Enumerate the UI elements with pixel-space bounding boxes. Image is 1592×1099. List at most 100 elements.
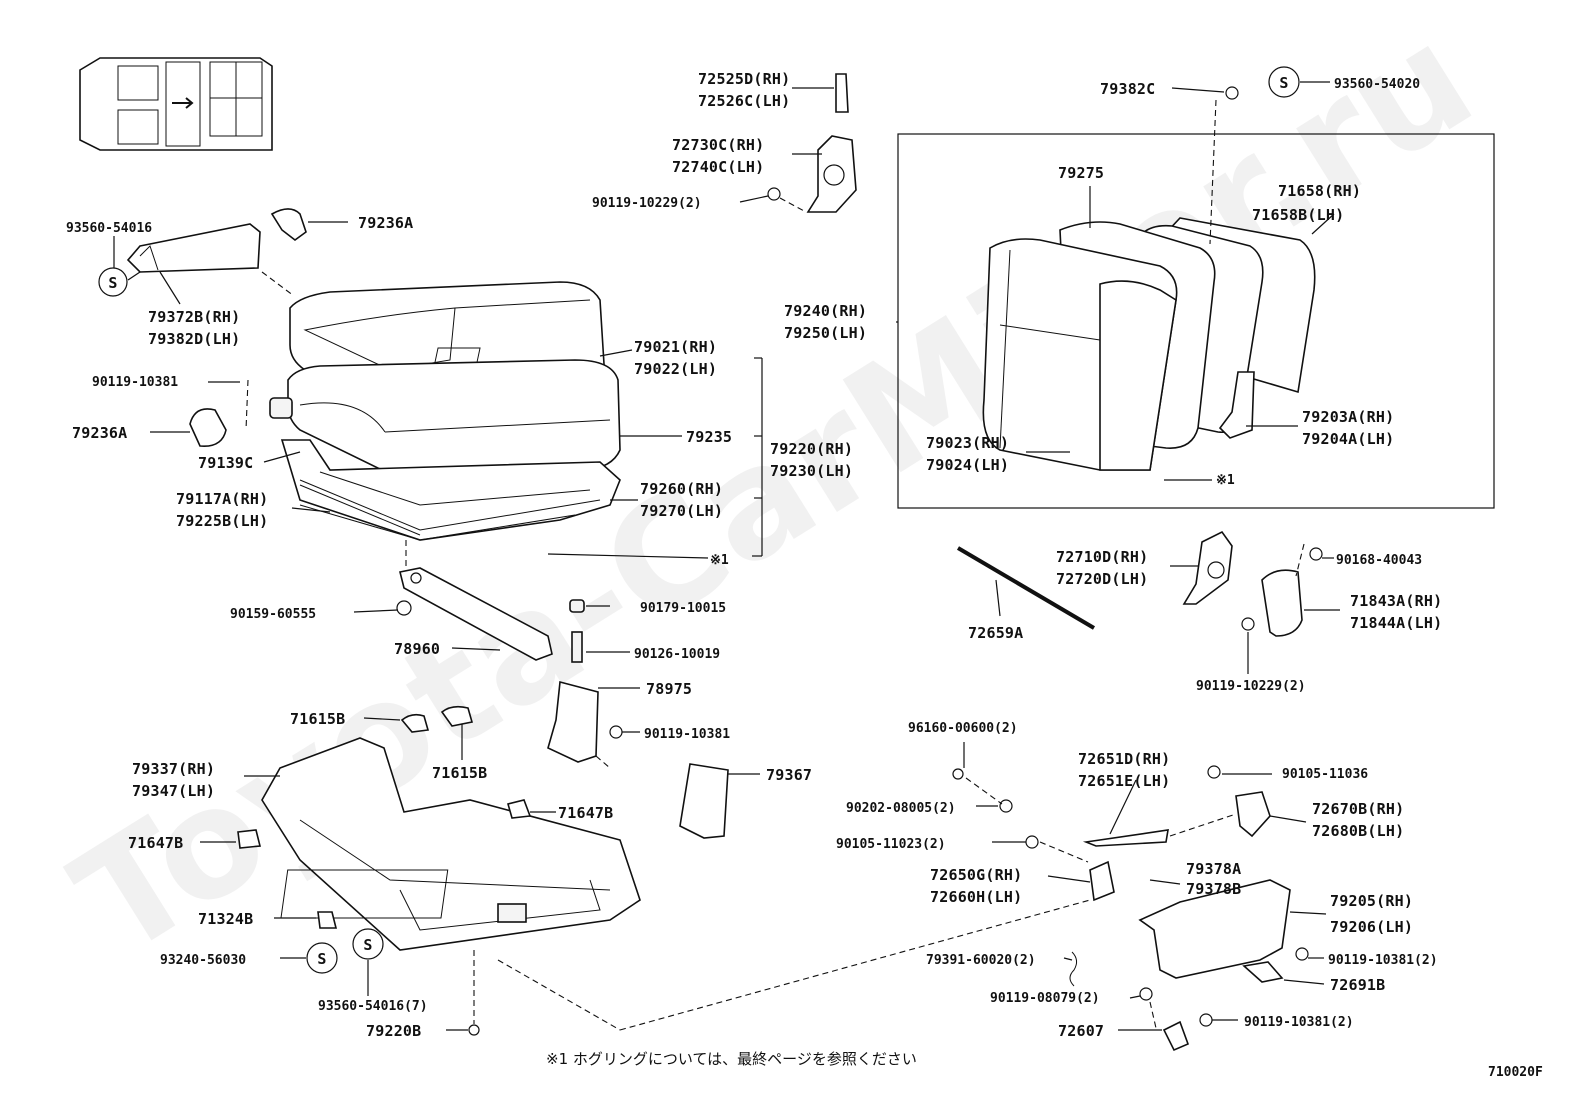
label-90119-08079: 90119-08079(2) (990, 991, 1100, 1006)
label-90105-11023: 90105-11023(2) (836, 837, 946, 852)
label-79021: 79021(RH) (634, 338, 717, 356)
seat-cushion-assembly (269, 281, 621, 661)
label-79337: 79337(RH) (132, 760, 215, 778)
armrest-part (126, 208, 307, 447)
label-72525d: 72525D(RH) (698, 70, 790, 88)
label-90119-10381-2a: 90119-10381(2) (1328, 953, 1438, 968)
label-79220b: 79220B (366, 1022, 421, 1040)
label-79139c: 79139C (198, 454, 253, 472)
label-71615b-a: 71615B (290, 710, 345, 728)
label-79250: 79250(LH) (784, 324, 867, 342)
svg-text:S: S (108, 274, 117, 292)
label-79205: 79205(RH) (1330, 892, 1413, 910)
label-71647b-right: 71647B (558, 804, 613, 822)
bracket-78975 (396, 599, 623, 763)
svg-text:S: S (317, 950, 326, 968)
label-90159-60555: 90159-60555 (230, 607, 316, 622)
label-72526c: 72526C(LH) (698, 92, 790, 110)
label-79204a: 79204A(LH) (1302, 430, 1394, 448)
s-symbol-93560-54020: S (1268, 66, 1300, 98)
label-72710d: 72710D(RH) (1056, 548, 1148, 566)
label-72720d: 72720D(LH) (1056, 570, 1148, 588)
svg-text:S: S (1279, 74, 1288, 92)
label-79235: 79235 (686, 428, 732, 446)
label-79117a: 79117A(RH) (176, 490, 268, 508)
label-90119-10381-left: 90119-10381 (92, 375, 178, 390)
label-90202-08005: 90202-08005(2) (846, 801, 956, 816)
label-72670b: 72670B(RH) (1312, 800, 1404, 818)
label-79236a-left: 79236A (72, 424, 127, 442)
label-93560-54016: 93560-54016 (66, 221, 152, 236)
label-72740c: 72740C(LH) (672, 158, 764, 176)
label-79236a-top: 79236A (358, 214, 413, 232)
label-78975: 78975 (646, 680, 692, 698)
label-79206: 79206(LH) (1330, 918, 1413, 936)
label-93240-56030: 93240-56030 (160, 953, 246, 968)
label-79023: 79023(RH) (926, 434, 1009, 452)
label-79347: 79347(LH) (132, 782, 215, 800)
svg-text:S: S (363, 936, 372, 954)
seat-back-assembly (982, 86, 1316, 471)
label-90119-10229-right: 90119-10229(2) (1196, 679, 1306, 694)
vehicle-locator-icon (79, 57, 273, 151)
label-71615b-b: 71615B (432, 764, 487, 782)
leader-lines (113, 81, 1340, 1031)
label-79022: 79022(LH) (634, 360, 717, 378)
label-79240: 79240(RH) (784, 302, 867, 320)
label-90168-40043: 90168-40043 (1336, 553, 1422, 568)
s-symbol-93560-54016: S (98, 267, 128, 297)
label-72691b: 72691B (1330, 976, 1385, 994)
label-79260: 79260(RH) (640, 480, 723, 498)
s-symbol-93240-56030: S (306, 942, 338, 974)
label-72660h: 72660H(LH) (930, 888, 1022, 906)
label-90179-10015: 90179-10015 (640, 601, 726, 616)
label-79024: 79024(LH) (926, 456, 1009, 474)
label-79367: 79367 (766, 766, 812, 784)
label-79382c: 79382C (1100, 80, 1155, 98)
label-79275: 79275 (1058, 164, 1104, 182)
label-72651e: 72651E(LH) (1078, 772, 1170, 790)
footnote-ref-right: ※1 (1216, 473, 1235, 488)
part-labels: 72525D(RH) 72526C(LH) 72730C(RH) 72740C(… (66, 70, 1442, 1040)
label-72650g: 72650G(RH) (930, 866, 1022, 884)
label-71658: 71658(RH) (1278, 182, 1361, 200)
footnote-text: ※1 ホグリングについては、最終ページを参照ください (546, 1050, 917, 1068)
label-78960: 78960 (394, 640, 440, 658)
diagram-code: 710020F (1488, 1065, 1543, 1080)
label-79230: 79230(LH) (770, 462, 853, 480)
label-79270: 79270(LH) (640, 502, 723, 520)
label-90119-10229-top: 90119-10229(2) (592, 196, 702, 211)
label-72607: 72607 (1058, 1022, 1104, 1040)
label-72651d: 72651D(RH) (1078, 750, 1170, 768)
label-79382d: 79382D(LH) (148, 330, 240, 348)
seat-base-tray (237, 705, 641, 1036)
label-90119-10381-mid: 90119-10381 (644, 727, 730, 742)
label-72659a: 72659A (968, 624, 1023, 642)
label-93560-54016-7: 93560-54016(7) (318, 999, 428, 1014)
label-96160-00600: 96160-00600(2) (908, 721, 1018, 736)
label-79391-60020: 79391-60020(2) (926, 953, 1036, 968)
label-71844a: 71844A(LH) (1350, 614, 1442, 632)
label-71324b: 71324B (198, 910, 253, 928)
label-71843a: 71843A(RH) (1350, 592, 1442, 610)
label-71647b-left: 71647B (128, 834, 183, 852)
rod-72659a (956, 546, 1096, 630)
seat-back-box (897, 133, 1495, 509)
label-72730c: 72730C(RH) (672, 136, 764, 154)
lock-mechanism (952, 765, 1309, 1052)
label-90126-10019: 90126-10019 (634, 647, 720, 662)
label-79378b: 79378B (1186, 880, 1241, 898)
label-93560-54020: 93560-54020 (1334, 77, 1420, 92)
label-79203a: 79203A(RH) (1302, 408, 1394, 426)
hinge-bracket-top (767, 73, 857, 213)
label-79220: 79220(RH) (770, 440, 853, 458)
label-72680b: 72680B(LH) (1312, 822, 1404, 840)
s-symbol-93560-54016-7: S (352, 928, 384, 960)
label-79372b: 79372B(RH) (148, 308, 240, 326)
label-71658b: 71658B(LH) (1252, 206, 1344, 224)
label-79225b: 79225B(LH) (176, 512, 268, 530)
label-79378a: 79378A (1186, 860, 1241, 878)
footnote-ref-left: ※1 (710, 553, 729, 568)
cover-79367 (679, 763, 729, 839)
